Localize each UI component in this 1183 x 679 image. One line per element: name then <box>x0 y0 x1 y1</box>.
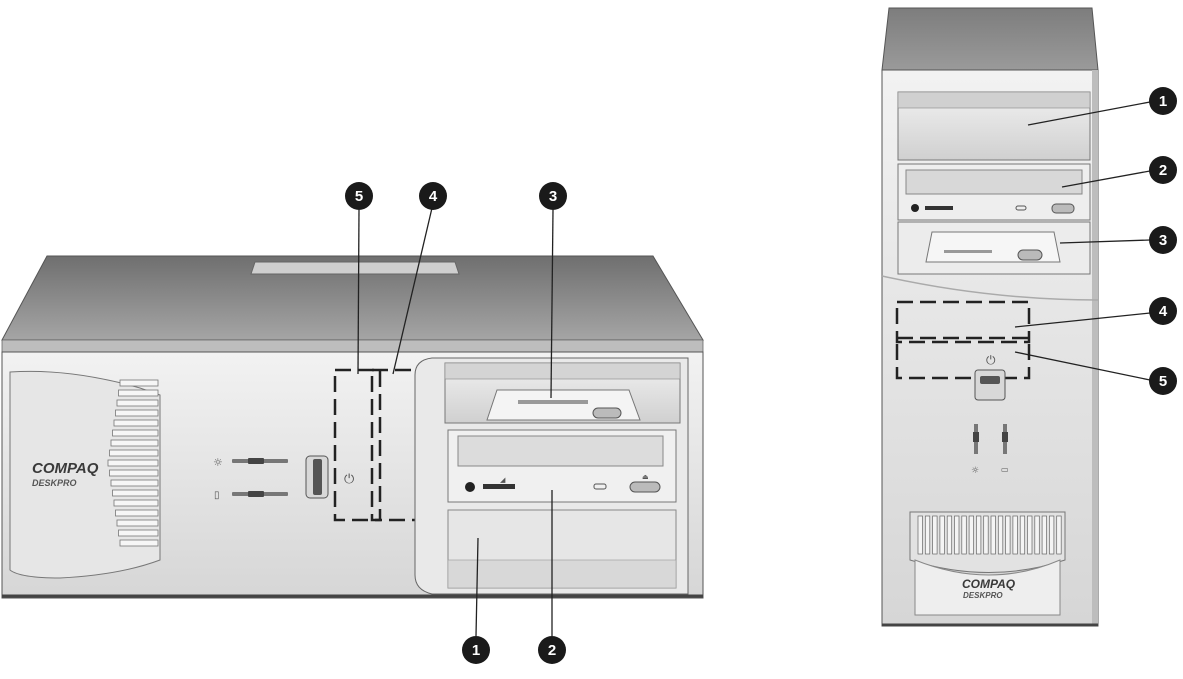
desktop-floppy-eject-button[interactable] <box>592 407 622 419</box>
svg-text:4: 4 <box>429 188 438 205</box>
tower-vent-slot <box>997 515 1004 555</box>
desktop-model-label: DESKPRO <box>32 478 77 488</box>
desktop-vent-slot <box>109 449 159 457</box>
tower-cdrom-tray <box>905 169 1083 195</box>
tower-top-panel <box>881 7 1099 71</box>
tower-drive-led-icon: ▭ <box>1001 465 1009 474</box>
desktop-floppy-slot <box>518 400 588 404</box>
desktop-vent-slot <box>118 529 159 537</box>
desktop-brand-logo: COMPAQ <box>32 460 99 477</box>
desktop-vent-slot <box>116 519 159 527</box>
volume-icon: ◢ <box>500 476 506 484</box>
svg-text:4: 4 <box>1159 303 1168 320</box>
tower-vent-slot <box>961 515 967 555</box>
tower-vent-slot <box>924 515 931 555</box>
tower-vent-slot <box>1012 515 1018 555</box>
tower-vent-grille <box>917 515 1062 555</box>
tower-model-label: DESKPRO <box>963 591 1003 600</box>
tower-vent-slot <box>917 515 923 555</box>
desktop-callout-2: 2 <box>538 636 566 664</box>
tower-vent-slot <box>1034 515 1040 555</box>
tower-computer: ⏻ ☼ ▭ COMPAQ DESKPRO 1 2 <box>881 7 1177 627</box>
desktop-vent-slot <box>113 419 159 427</box>
desktop-callout-3: 3 <box>539 182 567 210</box>
tower-vent-slot <box>1056 515 1062 555</box>
tower-callout-2: 2 <box>1149 156 1177 184</box>
tower-callout-1: 1 <box>1149 87 1177 115</box>
tower-floppy-eject-button[interactable] <box>1017 249 1043 261</box>
tower-sun-led-icon: ☼ <box>971 466 979 476</box>
tower-vent-slot <box>1027 515 1033 555</box>
desktop-vent-slot <box>116 399 159 407</box>
desktop-callout-4: 4 <box>419 182 447 210</box>
desktop-vent-slot <box>113 499 159 507</box>
desktop-volume-slider[interactable] <box>483 484 515 489</box>
sun-led-icon: ☼ <box>213 456 223 469</box>
desktop-vent-slot <box>118 389 159 397</box>
desktop-callout-5: 5 <box>345 182 373 210</box>
tower-callout-4: 4 <box>1149 297 1177 325</box>
tower-power-icon: ⏻ <box>986 353 996 367</box>
desktop-vent-slot <box>112 429 159 437</box>
tower-vent-slot <box>983 515 989 555</box>
desktop-vent-slot <box>115 409 159 417</box>
desktop-vent-grille <box>107 379 159 547</box>
desktop-vent-slot <box>110 439 159 447</box>
headphone-icon <box>465 482 475 492</box>
drive-led-icon: ▯ <box>214 490 220 501</box>
tower-callout-3: 3 <box>1149 226 1177 254</box>
desktop-power-area-outline <box>333 368 382 522</box>
desktop-computer: COMPAQ DESKPRO ☼ ▯ ⏻ ◢ ⏏ <box>1 182 704 664</box>
tower-power-button[interactable] <box>974 369 1006 401</box>
svg-text:1: 1 <box>472 642 480 659</box>
tower-vent-slot <box>939 515 945 555</box>
tower-vent-slot <box>946 515 953 555</box>
tower-cd-eject-button[interactable] <box>1051 203 1075 214</box>
svg-text:3: 3 <box>549 188 557 205</box>
tower-vent-slot <box>1005 515 1011 555</box>
svg-text:2: 2 <box>548 642 556 659</box>
tower-vent-slot <box>932 515 938 555</box>
tower-power-area-outline <box>895 336 1031 380</box>
eject-icon: ⏏ <box>642 473 649 481</box>
desktop-vent-slot <box>110 479 159 487</box>
svg-text:1: 1 <box>1159 93 1167 110</box>
tower-brand-logo: COMPAQ <box>962 577 1016 591</box>
desktop-top-bevel <box>1 339 704 353</box>
tower-vent-slot <box>968 515 974 555</box>
desktop-vent-slot <box>119 539 159 547</box>
tower-vent-slot <box>1049 515 1055 555</box>
svg-text:5: 5 <box>355 188 363 205</box>
desktop-callout-1: 1 <box>462 636 490 664</box>
desktop-cdrom-tray <box>457 435 664 467</box>
svg-text:5: 5 <box>1159 373 1167 390</box>
desktop-cd-eject-button[interactable] <box>629 481 661 493</box>
svg-text:2: 2 <box>1159 162 1167 179</box>
desktop-vent-slot <box>119 379 159 387</box>
tower-callout-5: 5 <box>1149 367 1177 395</box>
tower-led-area-outline <box>895 300 1031 344</box>
tower-vent-slot <box>990 515 996 555</box>
tower-vent-slot <box>1019 515 1026 555</box>
desktop-vent-slot <box>107 459 159 467</box>
tower-vent-slot <box>976 515 982 555</box>
tower-vent-slot <box>954 515 960 555</box>
desktop-vent-slot <box>112 489 159 497</box>
power-icon: ⏻ <box>344 472 354 487</box>
tower-vent-slot <box>1041 515 1047 555</box>
desktop-handle <box>250 261 460 275</box>
desktop-vent-slot <box>115 509 159 517</box>
desktop-cd-busy-led <box>593 483 607 490</box>
desktop-vent-slot <box>109 469 159 477</box>
svg-text:3: 3 <box>1159 232 1167 249</box>
